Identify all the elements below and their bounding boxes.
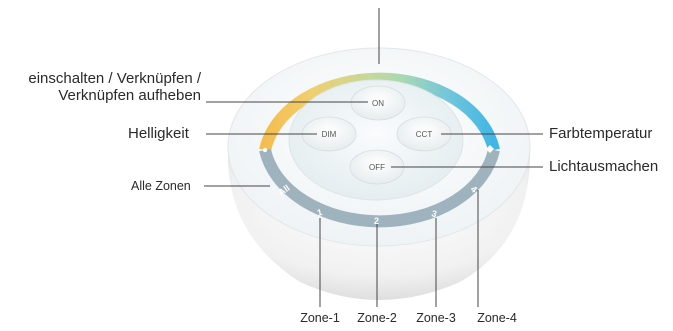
on-label-line2: Verknüpfen aufheben — [58, 87, 201, 105]
zone1-label: Zone-1 — [300, 311, 340, 325]
ring-mark-3: 3 — [430, 208, 437, 219]
on-label: einschalten / Verknüpfen / Verknüpfen au… — [28, 70, 201, 105]
ring-mark-4: 4 — [469, 184, 479, 195]
ring-mark-2: 2 — [374, 216, 379, 226]
on-label-line1: einschalten / Verknüpfen / — [28, 70, 201, 87]
light-off-label: Lichtausmachen — [549, 158, 659, 175]
zone3-label: Zone-3 — [416, 311, 456, 325]
color-temperature-label: Farbtemperatur — [549, 125, 653, 142]
warm-dot-icon — [262, 147, 268, 153]
off-button-label: OFF — [369, 163, 385, 172]
color-ring-arc — [259, 72, 500, 152]
on-button[interactable]: ON — [350, 85, 406, 121]
center-disk — [288, 79, 464, 201]
zone2-label: Zone-2 — [357, 311, 397, 325]
ring-mark-1: 1 — [316, 207, 323, 218]
on-button-label: ON — [372, 99, 384, 108]
brightness-label: Helligkeit — [128, 125, 189, 142]
leader-lines — [204, 8, 543, 307]
dim-button-label: DIM — [322, 130, 337, 139]
cct-button-label: CCT — [416, 130, 433, 139]
all-zones-label: Alle Zonen — [131, 179, 191, 193]
zone-ring-arc — [259, 148, 500, 228]
zone4-label: Zone-4 — [477, 311, 517, 325]
diamond-icon — [486, 145, 494, 153]
